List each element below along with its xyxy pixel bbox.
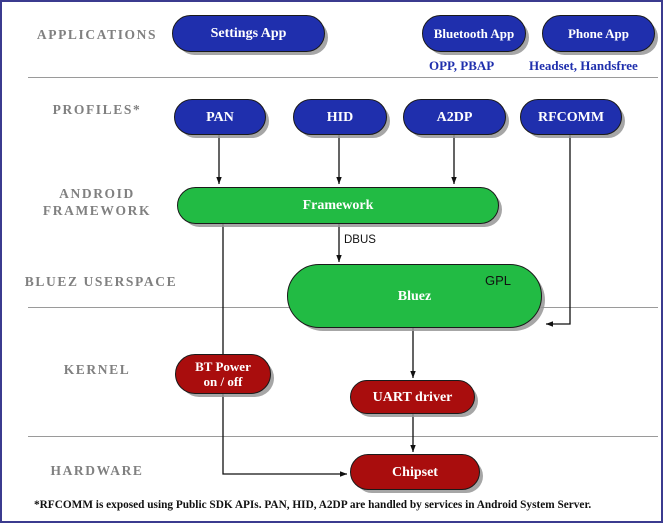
- band-label-profiles: PROFILES*: [52, 102, 142, 117]
- node-uart-driver[interactable]: UART driver: [350, 380, 475, 414]
- edge-label-dbus: DBUS: [344, 234, 376, 246]
- node-settings-app[interactable]: Settings App: [172, 15, 325, 52]
- node-pan[interactable]: PAN: [174, 99, 266, 135]
- node-a2dp[interactable]: A2DP: [403, 99, 506, 135]
- node-phone-app[interactable]: Phone App: [542, 15, 655, 52]
- band-label-applications: APPLICATIONS: [36, 27, 158, 42]
- node-bt-power[interactable]: BT Power on / off: [175, 354, 271, 394]
- node-bluetooth-app[interactable]: Bluetooth App: [422, 15, 526, 52]
- caption-bluetooth-app-profiles: OPP, PBAP: [429, 58, 495, 73]
- divider-kernel-hardware: [28, 436, 658, 437]
- diagram-footnote: *RFCOMM is exposed using Public SDK APIs…: [34, 499, 592, 511]
- bluez-license-tag: GPL: [485, 273, 512, 288]
- caption-phone-app-profiles: Headset, Handsfree: [529, 58, 638, 73]
- band-label-hardware: HARDWARE: [50, 463, 144, 478]
- band-label-android-framework: ANDROID FRAMEWORK: [42, 186, 152, 218]
- node-bluez[interactable]: Bluez: [287, 264, 542, 328]
- node-chipset[interactable]: Chipset: [350, 454, 480, 490]
- node-hid[interactable]: HID: [293, 99, 387, 135]
- node-rfcomm[interactable]: RFCOMM: [520, 99, 622, 135]
- divider-applications-profiles: [28, 77, 658, 78]
- node-framework[interactable]: Framework: [177, 187, 499, 224]
- band-label-kernel: KERNEL: [63, 362, 131, 377]
- band-label-bluez-userspace: BLUEZ USERSPACE: [24, 274, 178, 289]
